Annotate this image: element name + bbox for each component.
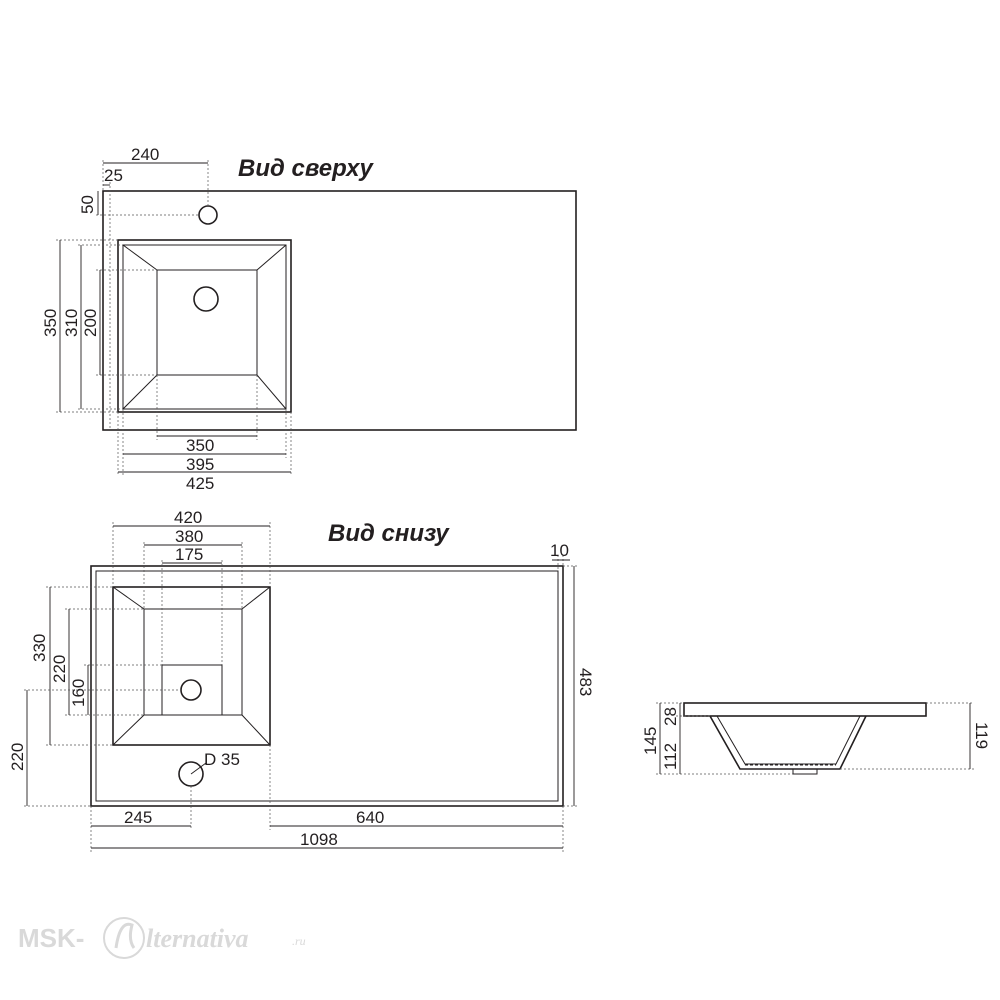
bottom-dim-dia: D 35 bbox=[204, 750, 240, 769]
top-dim-50: 50 bbox=[78, 195, 97, 214]
bottom-dim-160: 160 bbox=[69, 679, 88, 707]
bottom-drain-pad bbox=[161, 664, 223, 716]
top-bowl-edge-2 bbox=[256, 244, 287, 271]
top-bowl-edge-4 bbox=[256, 374, 287, 410]
top-dim-350h: 350 bbox=[186, 436, 214, 455]
bottom-dim-483: 483 bbox=[576, 668, 595, 696]
bottom-dim-640: 640 bbox=[356, 808, 384, 827]
top-dim-350v: 350 bbox=[41, 309, 60, 337]
top-view: Вид сверху 240 25 50 350 310 bbox=[41, 145, 577, 493]
watermark-text-2: lternativa bbox=[146, 924, 249, 953]
top-bowl-bottom bbox=[156, 269, 258, 376]
bottom-view: Вид снизу D 35 420 380 175 10 bbox=[8, 508, 595, 852]
top-drain-hole bbox=[193, 286, 219, 312]
bottom-bowl-edge-4 bbox=[241, 714, 271, 746]
side-drain-outlet bbox=[792, 768, 818, 775]
bottom-dim-220a: 220 bbox=[50, 655, 69, 683]
watermark-at-glyph bbox=[114, 922, 136, 949]
top-dim-310: 310 bbox=[62, 309, 81, 337]
top-dim-200: 200 bbox=[81, 309, 100, 337]
side-dim-119: 119 bbox=[972, 722, 991, 749]
watermark-text-1: MSK- bbox=[18, 923, 84, 953]
side-dim-145: 145 bbox=[641, 727, 660, 755]
bottom-countertop-outline bbox=[90, 565, 564, 807]
bottom-bowl-edge-2 bbox=[241, 586, 271, 610]
bottom-dim-10: 10 bbox=[550, 541, 569, 560]
bottom-dim-220b: 220 bbox=[8, 743, 27, 771]
watermark-logo: MSK- lternativa .ru bbox=[18, 917, 306, 959]
top-bowl-edge-3 bbox=[122, 374, 158, 410]
top-dim-25: 25 bbox=[104, 166, 123, 185]
bottom-dim-245: 245 bbox=[124, 808, 152, 827]
bottom-dim-1098: 1098 bbox=[300, 830, 338, 849]
side-bowl-inner bbox=[716, 715, 861, 765]
side-dim-112: 112 bbox=[661, 743, 680, 770]
top-bowl-edge-1 bbox=[122, 244, 158, 271]
side-view: 145 28 112 119 bbox=[641, 702, 991, 775]
bottom-bowl-edge-3 bbox=[112, 714, 145, 746]
bottom-bowl-edge-1 bbox=[112, 586, 145, 610]
top-dim-240: 240 bbox=[131, 145, 159, 164]
bottom-dim-175: 175 bbox=[175, 545, 203, 564]
top-bowl-outer bbox=[117, 239, 292, 413]
top-view-title: Вид сверху bbox=[238, 155, 375, 182]
bottom-dim-380: 380 bbox=[175, 527, 203, 546]
side-countertop-slab bbox=[683, 702, 927, 717]
bottom-dim-420: 420 bbox=[174, 508, 202, 527]
top-bowl-rim bbox=[122, 244, 287, 410]
top-dim-395: 395 bbox=[186, 455, 214, 474]
side-dim-28: 28 bbox=[661, 707, 680, 726]
bottom-drain-hole bbox=[180, 679, 202, 701]
top-countertop-outline bbox=[102, 190, 577, 431]
bottom-view-title: Вид снизу bbox=[328, 520, 450, 547]
top-faucet-hole bbox=[198, 205, 218, 225]
watermark-text-3: .ru bbox=[292, 934, 306, 948]
bottom-dim-330: 330 bbox=[30, 634, 49, 662]
side-bowl-profile bbox=[709, 715, 867, 770]
top-dim-425: 425 bbox=[186, 474, 214, 493]
bottom-bowl-outer bbox=[112, 586, 271, 746]
bottom-countertop-inner bbox=[95, 570, 559, 802]
watermark-at-icon bbox=[103, 917, 145, 959]
bottom-dia-leader bbox=[190, 762, 207, 775]
